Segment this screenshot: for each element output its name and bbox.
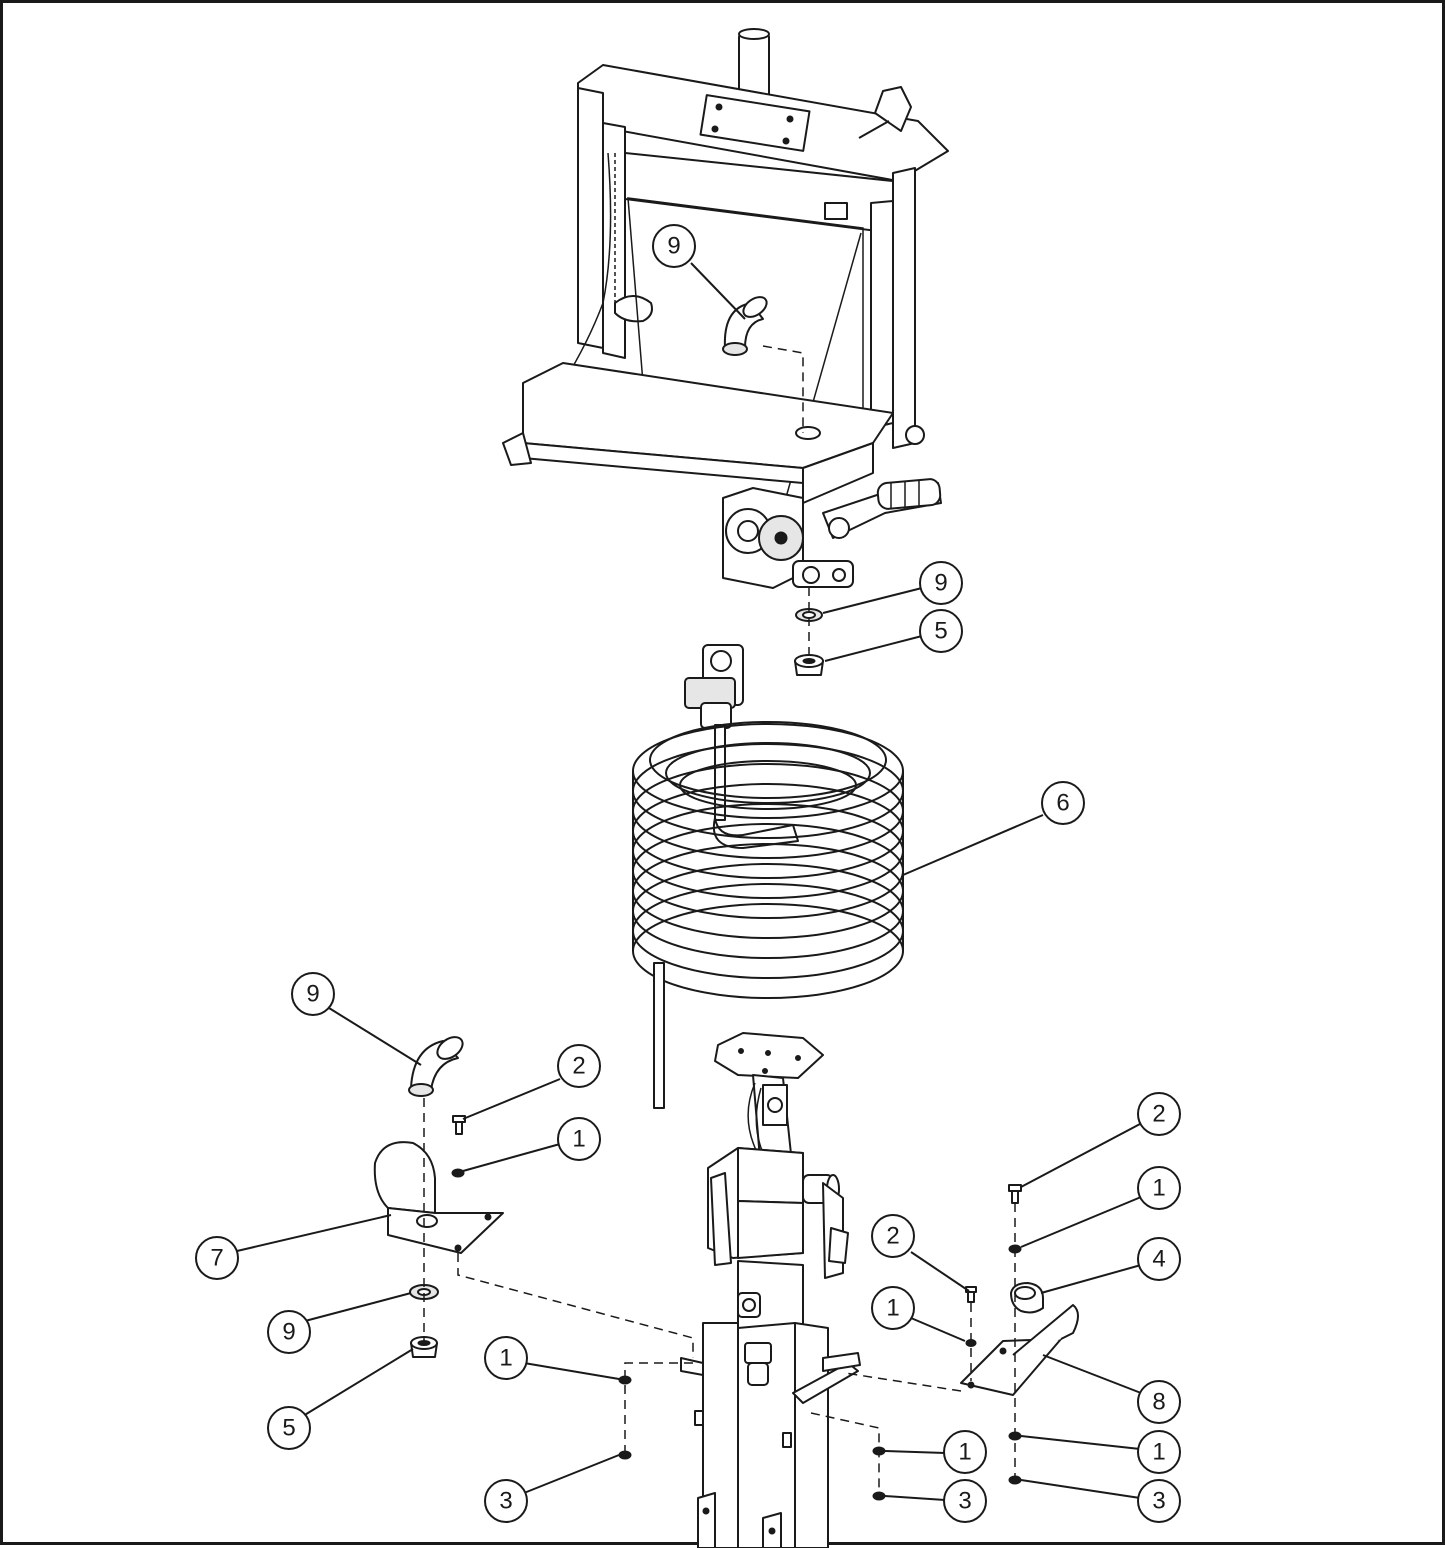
callout-label: 5 — [934, 618, 947, 645]
callout-label: 2 — [572, 1053, 585, 1080]
mast-column — [680, 1032, 861, 1548]
callout-label: 4 — [1152, 1246, 1165, 1273]
callout-label: 1 — [886, 1295, 899, 1322]
callout-label: 9 — [282, 1319, 295, 1346]
callout-9-top-elbow: 9 — [652, 224, 696, 268]
nut-left — [410, 1336, 438, 1358]
callout-label: 9 — [306, 981, 319, 1008]
callout-label: 3 — [1152, 1488, 1165, 1515]
elbow-fitting-left — [408, 1036, 464, 1097]
callout-label: 5 — [282, 1415, 295, 1442]
callout-label: 2 — [1152, 1101, 1165, 1128]
callout-5-top-nut: 5 — [919, 609, 963, 653]
hose-coil — [632, 644, 904, 1109]
callout-label: 3 — [499, 1488, 512, 1515]
callout-label: 7 — [210, 1245, 223, 1272]
exploded-assembly-diagram: 9 9 5 6 9 2 1 7 9 5 1 3 — [195, 28, 1181, 1548]
callout-7-bracket: 7 — [195, 1236, 239, 1280]
callout-1-left: 1 — [557, 1117, 601, 1161]
callout-1-right-inner: 1 — [871, 1286, 915, 1330]
callout-label: 1 — [1152, 1175, 1165, 1202]
callout-label: 9 — [667, 233, 680, 260]
callout-3-bot-right: 3 — [1137, 1479, 1181, 1523]
bracket-right — [960, 1304, 1079, 1396]
callout-1-right-outer: 1 — [1137, 1166, 1181, 1210]
callout-label: 1 — [499, 1345, 512, 1372]
bracket-left — [373, 1141, 504, 1254]
nut-top — [794, 654, 824, 676]
callout-1-bot-right: 1 — [1137, 1430, 1181, 1474]
callout-8-bracket: 8 — [1137, 1380, 1181, 1424]
bolt-right-outer — [1008, 1184, 1022, 1204]
callout-2-right-outer: 2 — [1137, 1092, 1181, 1136]
elbow-fitting-top — [722, 296, 768, 356]
callout-6-coil: 6 — [1041, 781, 1085, 825]
callout-label: 2 — [886, 1223, 899, 1250]
callout-label: 1 — [572, 1126, 585, 1153]
callout-1-bot-center: 1 — [943, 1430, 987, 1474]
leader-lines — [236, 262, 1142, 1501]
callout-label: 6 — [1056, 790, 1069, 817]
callout-3-mid-left: 3 — [484, 1479, 528, 1523]
callout-9-top-washer: 9 — [919, 561, 963, 605]
fitting-right — [1010, 1282, 1044, 1314]
winch-frame-assembly — [502, 28, 949, 589]
callout-label: 9 — [934, 570, 947, 597]
callout-2-right-inner: 2 — [871, 1214, 915, 1258]
callout-label: 8 — [1152, 1389, 1165, 1416]
callout-2-left: 2 — [557, 1044, 601, 1088]
callout-9-left-washer: 9 — [267, 1310, 311, 1354]
callout-label: 3 — [958, 1488, 971, 1515]
callout-5-left-nut: 5 — [267, 1406, 311, 1450]
callout-9-left-elbow: 9 — [291, 972, 335, 1016]
washer-left — [409, 1284, 439, 1300]
callout-label: 1 — [958, 1439, 971, 1466]
callout-4-fitting: 4 — [1137, 1237, 1181, 1281]
callout-1-mid-left: 1 — [484, 1336, 528, 1380]
washer-top — [795, 608, 823, 622]
washer-left-small — [451, 1168, 465, 1178]
callout-3-bot-center: 3 — [943, 1479, 987, 1523]
callout-label: 1 — [1152, 1439, 1165, 1466]
